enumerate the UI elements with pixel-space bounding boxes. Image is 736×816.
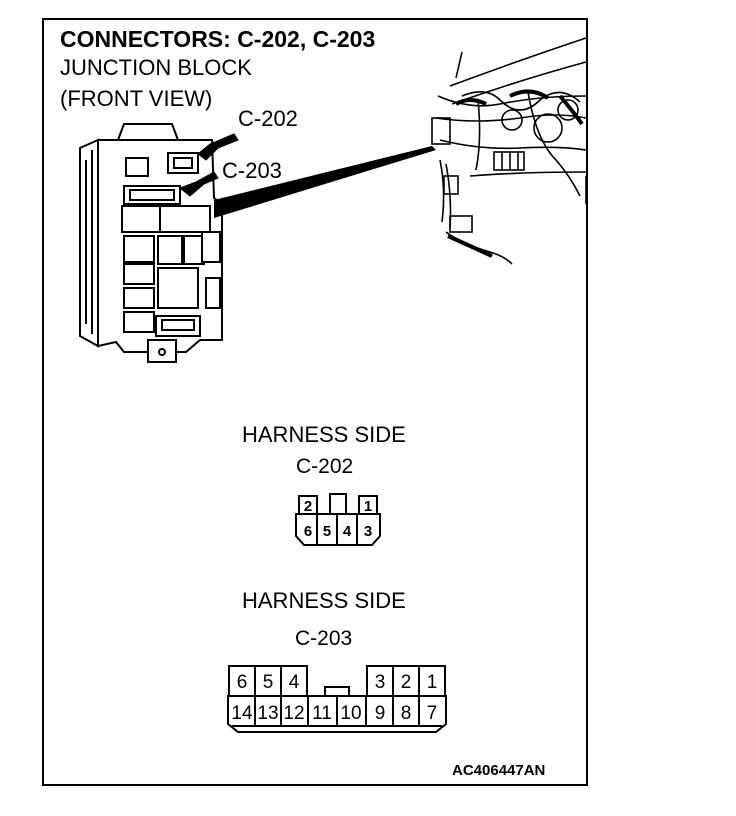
c203-harness-side-label: HARNESS SIDE: [242, 588, 406, 613]
vehicle-harness-dark: [447, 89, 584, 258]
location-leader-wedge: [214, 146, 436, 218]
c202-harness-side-label: HARNESS SIDE: [242, 422, 406, 447]
c203-name-label: C-203: [295, 627, 353, 650]
vehicle-location-illustration: [431, 37, 587, 265]
front-view-label: (FRONT VIEW): [60, 86, 213, 111]
callout-arrows: [179, 133, 239, 197]
diagram-title: CONNECTORS: C-202, C-203: [60, 26, 376, 52]
junction-block-illustration: [79, 123, 223, 363]
junction-block-label: JUNCTION BLOCK: [60, 55, 252, 80]
diagram-frame: [42, 18, 588, 786]
c202-name-label: C-202: [296, 455, 354, 478]
figure-code: AC406447AN: [452, 762, 546, 779]
callout-c203-label: C-203: [222, 158, 282, 183]
callout-c202-label: C-202: [238, 106, 298, 131]
